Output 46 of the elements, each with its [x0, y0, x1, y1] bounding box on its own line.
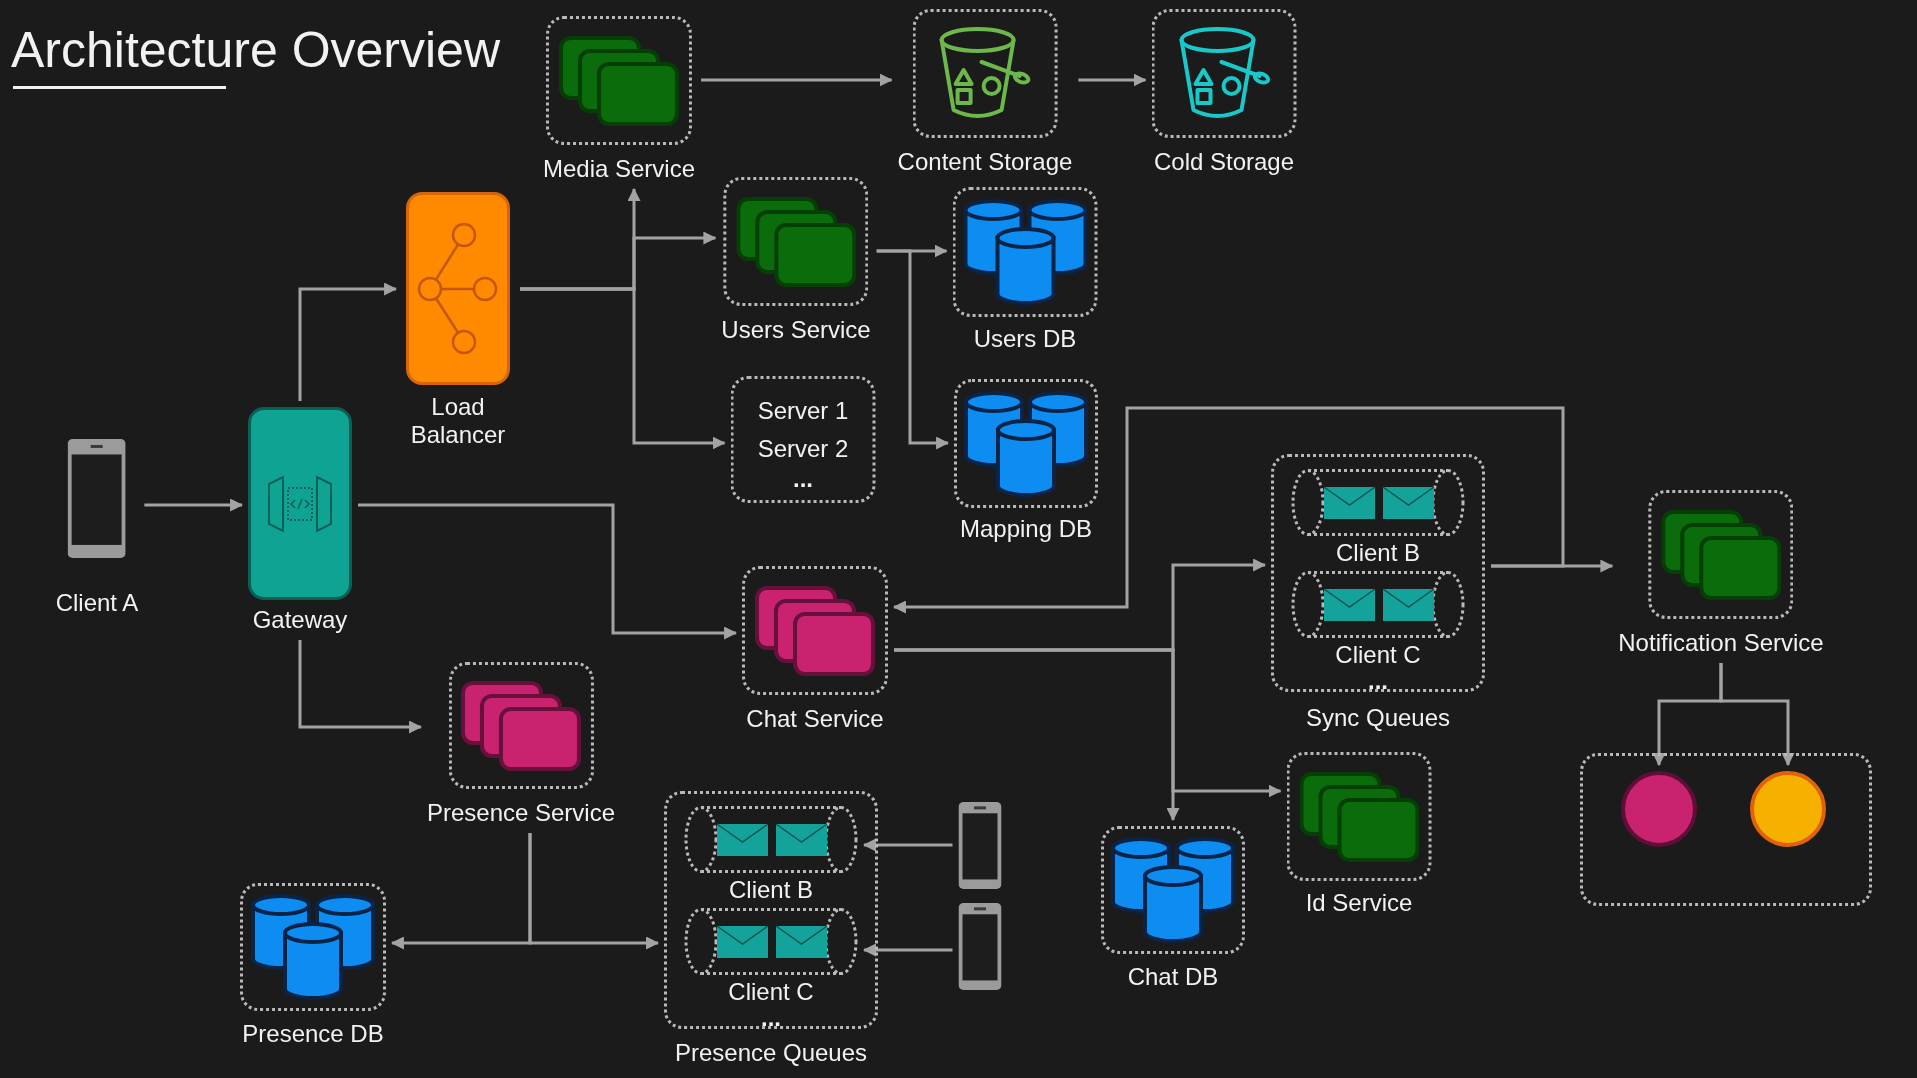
node-label: Notification Service — [1618, 629, 1824, 657]
node-label: Content Storage — [897, 148, 1073, 176]
node-label: Presence DB — [242, 1020, 384, 1048]
node-label: Chat DB — [1127, 963, 1219, 991]
node-label: Users Service — [721, 316, 871, 344]
ellipsis-text: ... — [761, 1009, 781, 1027]
arrow — [894, 648, 1282, 798]
node-label: Presence Queues — [674, 1039, 868, 1067]
node-label: Presence Service — [426, 799, 616, 827]
node-label: Users DB — [973, 325, 1077, 353]
node-label: Cold Storage — [1153, 148, 1295, 176]
arrow — [892, 406, 1565, 614]
arrow — [1491, 559, 1614, 573]
page-title: Architecture Overview — [11, 25, 501, 75]
node-label: Media Service — [542, 155, 696, 183]
arrow — [862, 838, 953, 852]
ellipsis-text: ... — [1368, 672, 1388, 690]
arrow — [298, 282, 398, 401]
arrow — [701, 73, 893, 87]
dotted-frame — [1580, 753, 1872, 906]
node-label: Chat Service — [746, 705, 884, 733]
dotted-frame — [730, 376, 876, 503]
node-label: Client C — [1335, 641, 1421, 669]
arrow — [358, 503, 738, 640]
node-label: Mapping DB — [959, 515, 1093, 543]
phone-icon — [958, 903, 1002, 990]
arrow — [528, 833, 660, 950]
arrow — [298, 640, 423, 734]
arrow — [520, 287, 726, 450]
node-label: Load Balancer — [409, 393, 507, 449]
phone-icon — [958, 802, 1002, 889]
arrow — [876, 249, 950, 450]
node-label: Client A — [55, 589, 139, 617]
node-label: Gateway — [252, 606, 348, 634]
node-label: Sync Queues — [1305, 704, 1451, 732]
arrow — [1078, 73, 1147, 87]
server-name: Server 1 — [757, 396, 849, 426]
arrow — [144, 498, 244, 512]
node-label: Client B — [728, 876, 813, 904]
node-label: Client C — [728, 978, 814, 1006]
arrow — [1719, 663, 1795, 767]
arrow — [862, 943, 953, 957]
server-name: Server 2 — [757, 434, 849, 464]
ellipsis-text: ... — [793, 470, 813, 488]
node-label: Client B — [1335, 539, 1420, 567]
node-label: Id Service — [1305, 889, 1413, 917]
